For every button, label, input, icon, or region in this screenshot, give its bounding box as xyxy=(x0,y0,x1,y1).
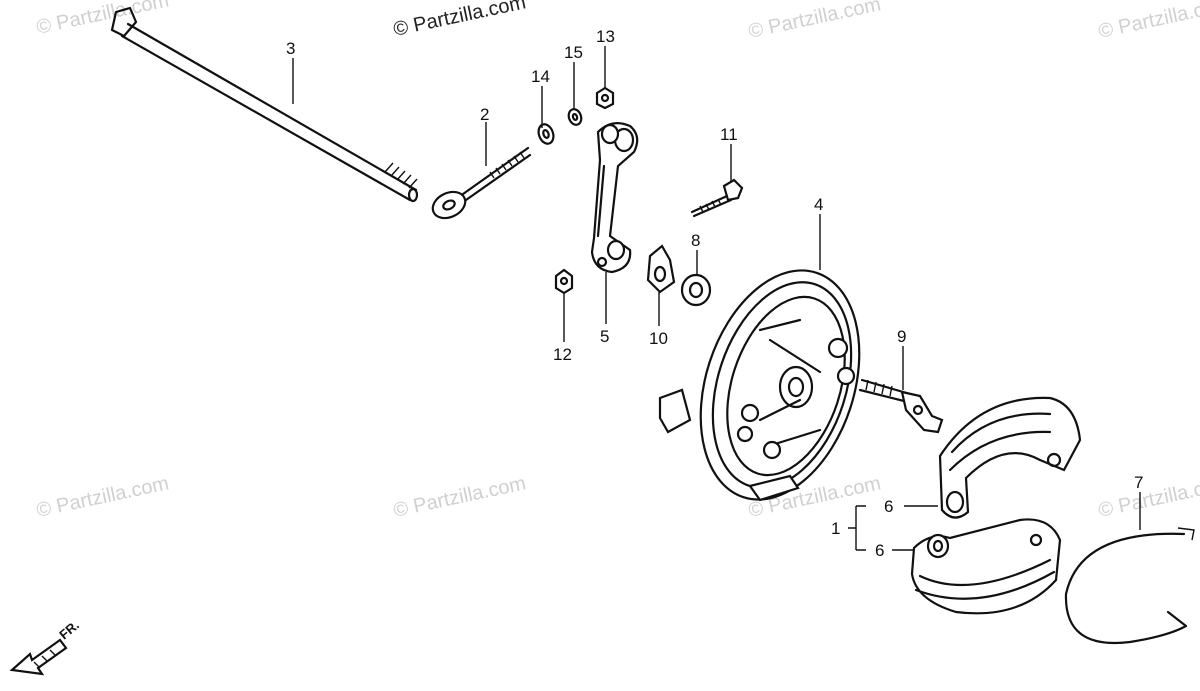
callout-3: 3 xyxy=(286,39,295,58)
callout-13: 13 xyxy=(596,27,615,46)
callout-2: 2 xyxy=(480,105,489,124)
part-brake-panel xyxy=(658,269,861,502)
part-spring-ring xyxy=(1064,527,1195,645)
watermark: © Partzilla.com xyxy=(1096,472,1200,522)
callout-7: 7 xyxy=(1134,473,1143,492)
callout-10: 10 xyxy=(649,329,668,348)
watermark: © Partzilla.com xyxy=(1096,0,1200,43)
part-nut-13 xyxy=(595,86,615,110)
callout-12: 12 xyxy=(553,345,572,364)
watermark: © Partzilla.com xyxy=(391,472,527,522)
watermark: © Partzilla.com xyxy=(34,0,170,39)
watermark: © Partzilla.com xyxy=(746,0,882,43)
watermark: © Partzilla.com xyxy=(34,472,170,522)
callout-labels: 3 2 14 15 13 11 4 8 10 5 12 9 7 6 6 1 xyxy=(286,27,1143,560)
part-brake-shoe-upper xyxy=(938,396,1082,519)
part-bolt-11 xyxy=(690,178,744,218)
callout-5: 5 xyxy=(600,327,609,346)
leader-lines xyxy=(292,46,1141,551)
callout-14: 14 xyxy=(531,67,550,86)
part-nut-12 xyxy=(554,268,574,295)
part-adjuster-bolt xyxy=(431,146,532,220)
front-direction-arrow: FR. xyxy=(9,617,82,676)
part-brake-shoe-lower xyxy=(910,518,1062,615)
part-indicator-plate xyxy=(646,244,676,294)
part-washer-14 xyxy=(537,123,555,145)
callout-9: 9 xyxy=(897,327,906,346)
callout-4: 4 xyxy=(814,195,823,214)
callout-11: 11 xyxy=(720,125,738,144)
part-seal xyxy=(680,273,712,307)
callout-6: 6 xyxy=(884,497,893,516)
part-washer-15 xyxy=(567,108,583,126)
part-brake-arm xyxy=(590,121,639,274)
part-axle xyxy=(110,6,419,203)
part-brake-cam xyxy=(858,378,944,434)
callout-8: 8 xyxy=(691,231,700,250)
callout-1: 1 xyxy=(831,519,840,538)
callout-6: 6 xyxy=(875,541,884,560)
watermark: © Partzilla.com xyxy=(391,0,527,41)
callout-15: 15 xyxy=(564,43,583,62)
